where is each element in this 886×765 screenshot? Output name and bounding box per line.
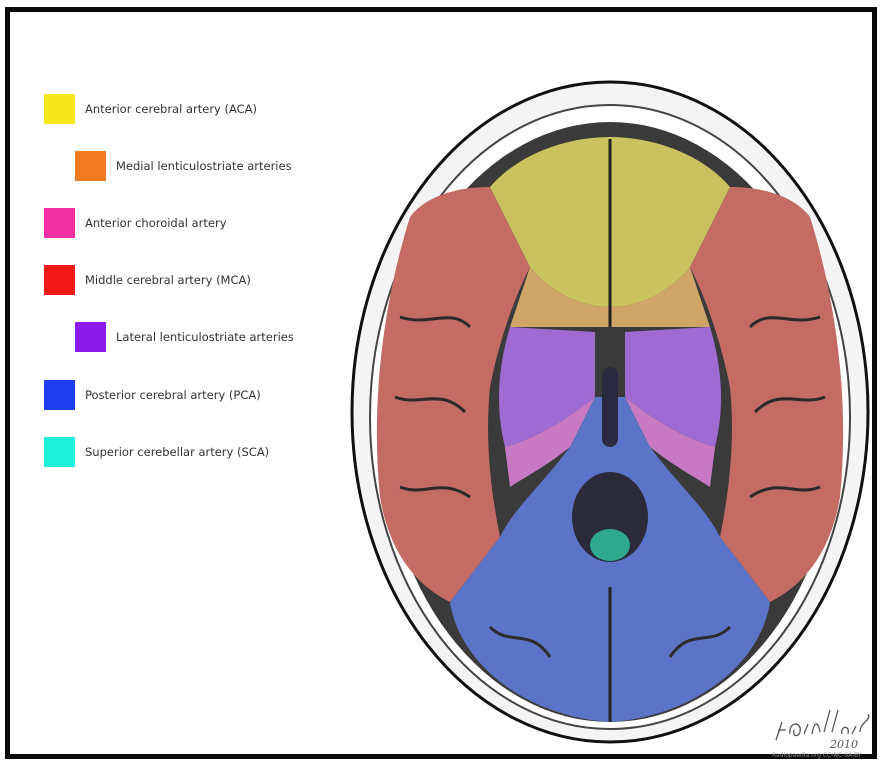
legend-item-sca: Superior cerebellar artery (SCA) bbox=[44, 437, 269, 467]
swatch-sca bbox=[44, 437, 75, 467]
swatch-anterior-choroidal bbox=[44, 208, 75, 238]
swatch-medial-lenticulostriate bbox=[75, 151, 106, 181]
swatch-lateral-lenticulostriate bbox=[75, 322, 106, 352]
brain-axial-scan bbox=[340, 67, 880, 757]
legend-item-aca: Anterior cerebral artery (ACA) bbox=[44, 94, 257, 124]
legend-item-pca: Posterior cerebral artery (PCA) bbox=[44, 380, 261, 410]
legend-label-lateral-lenticulostriate: Lateral lenticulostriate arteries bbox=[116, 330, 294, 344]
artist-signature: 2010 bbox=[768, 692, 878, 752]
license-credit: Radiopaedia.org CC-NC-SA-BY bbox=[772, 752, 862, 759]
legend-label-sca: Superior cerebellar artery (SCA) bbox=[85, 445, 269, 459]
legend-label-aca: Anterior cerebral artery (ACA) bbox=[85, 102, 257, 116]
swatch-aca bbox=[44, 94, 75, 124]
swatch-mca bbox=[44, 265, 75, 295]
legend-label-medial-lenticulostriate: Medial lenticulostriate arteries bbox=[116, 159, 292, 173]
legend-item-anterior-choroidal: Anterior choroidal artery bbox=[44, 208, 227, 238]
legend-item-mca: Middle cerebral artery (MCA) bbox=[44, 265, 251, 295]
swatch-pca bbox=[44, 380, 75, 410]
region-sca bbox=[590, 529, 630, 561]
legend: Anterior cerebral artery (ACA) Medial le… bbox=[44, 94, 344, 494]
signature-year: 2010 bbox=[829, 738, 858, 751]
legend-item-lateral-lenticulostriate: Lateral lenticulostriate arteries bbox=[75, 322, 294, 352]
figure-frame: Anterior cerebral artery (ACA) Medial le… bbox=[5, 7, 877, 759]
legend-label-mca: Middle cerebral artery (MCA) bbox=[85, 273, 251, 287]
third-ventricle bbox=[602, 367, 618, 447]
legend-label-pca: Posterior cerebral artery (PCA) bbox=[85, 388, 261, 402]
legend-label-anterior-choroidal: Anterior choroidal artery bbox=[85, 216, 227, 230]
legend-item-medial-lenticulostriate: Medial lenticulostriate arteries bbox=[75, 151, 292, 181]
